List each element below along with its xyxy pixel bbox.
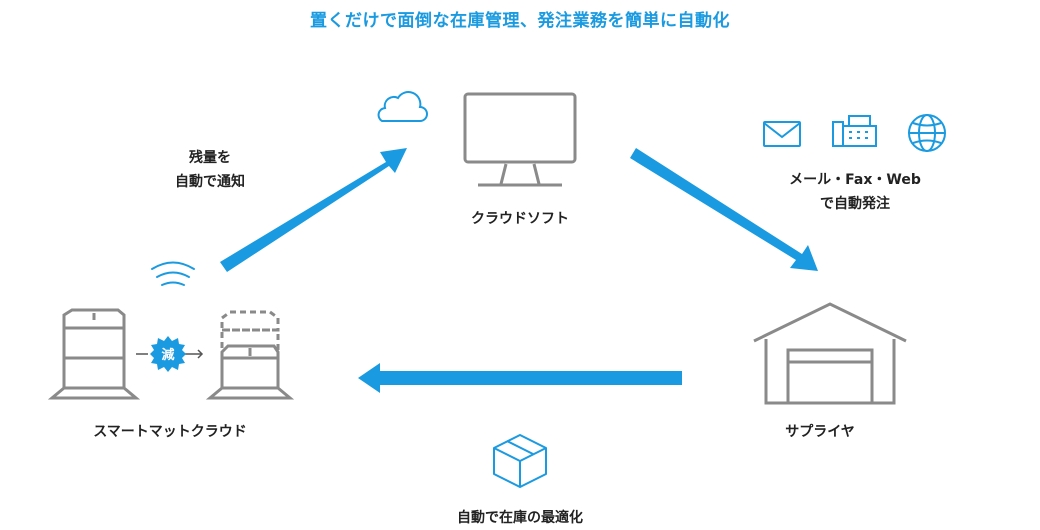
optimize-label: 自動で在庫の最適化 xyxy=(457,510,583,526)
wifi-icon xyxy=(151,261,195,286)
order-label: メール・Fax・Web で自動発注 xyxy=(760,168,950,216)
page-title: 置くだけで面倒な在庫管理、発注業務を簡単に自動化 xyxy=(310,11,730,31)
notify-line-1: 残量を xyxy=(189,150,231,166)
full-boxes-icon xyxy=(47,308,141,400)
mail-icon xyxy=(763,121,801,147)
order-line-1: メール・Fax・Web xyxy=(789,172,921,188)
globe-icon xyxy=(908,114,946,152)
warehouse-icon xyxy=(753,302,907,405)
reduced-boxes-icon xyxy=(205,310,295,400)
fax-icon xyxy=(832,115,877,147)
cloud-icon xyxy=(377,91,428,122)
box-icon xyxy=(493,434,547,488)
supplier-label: サプライヤ xyxy=(785,424,855,440)
notify-label: 残量を 自動で通知 xyxy=(150,146,270,194)
monitor-icon xyxy=(463,92,577,187)
notify-line-2: 自動で通知 xyxy=(175,174,245,190)
reduce-badge-text: 減 xyxy=(161,347,174,363)
order-line-2: で自動発注 xyxy=(820,196,890,212)
arrow-optimize xyxy=(358,363,682,393)
arrow-notify xyxy=(220,148,407,272)
reduce-badge: 減 xyxy=(150,336,186,372)
cloud-software-label: クラウドソフト xyxy=(471,211,569,227)
arrow-order xyxy=(630,148,818,271)
reduce-arrow xyxy=(136,349,204,359)
smartmat-label: スマートマットクラウド xyxy=(93,424,247,440)
